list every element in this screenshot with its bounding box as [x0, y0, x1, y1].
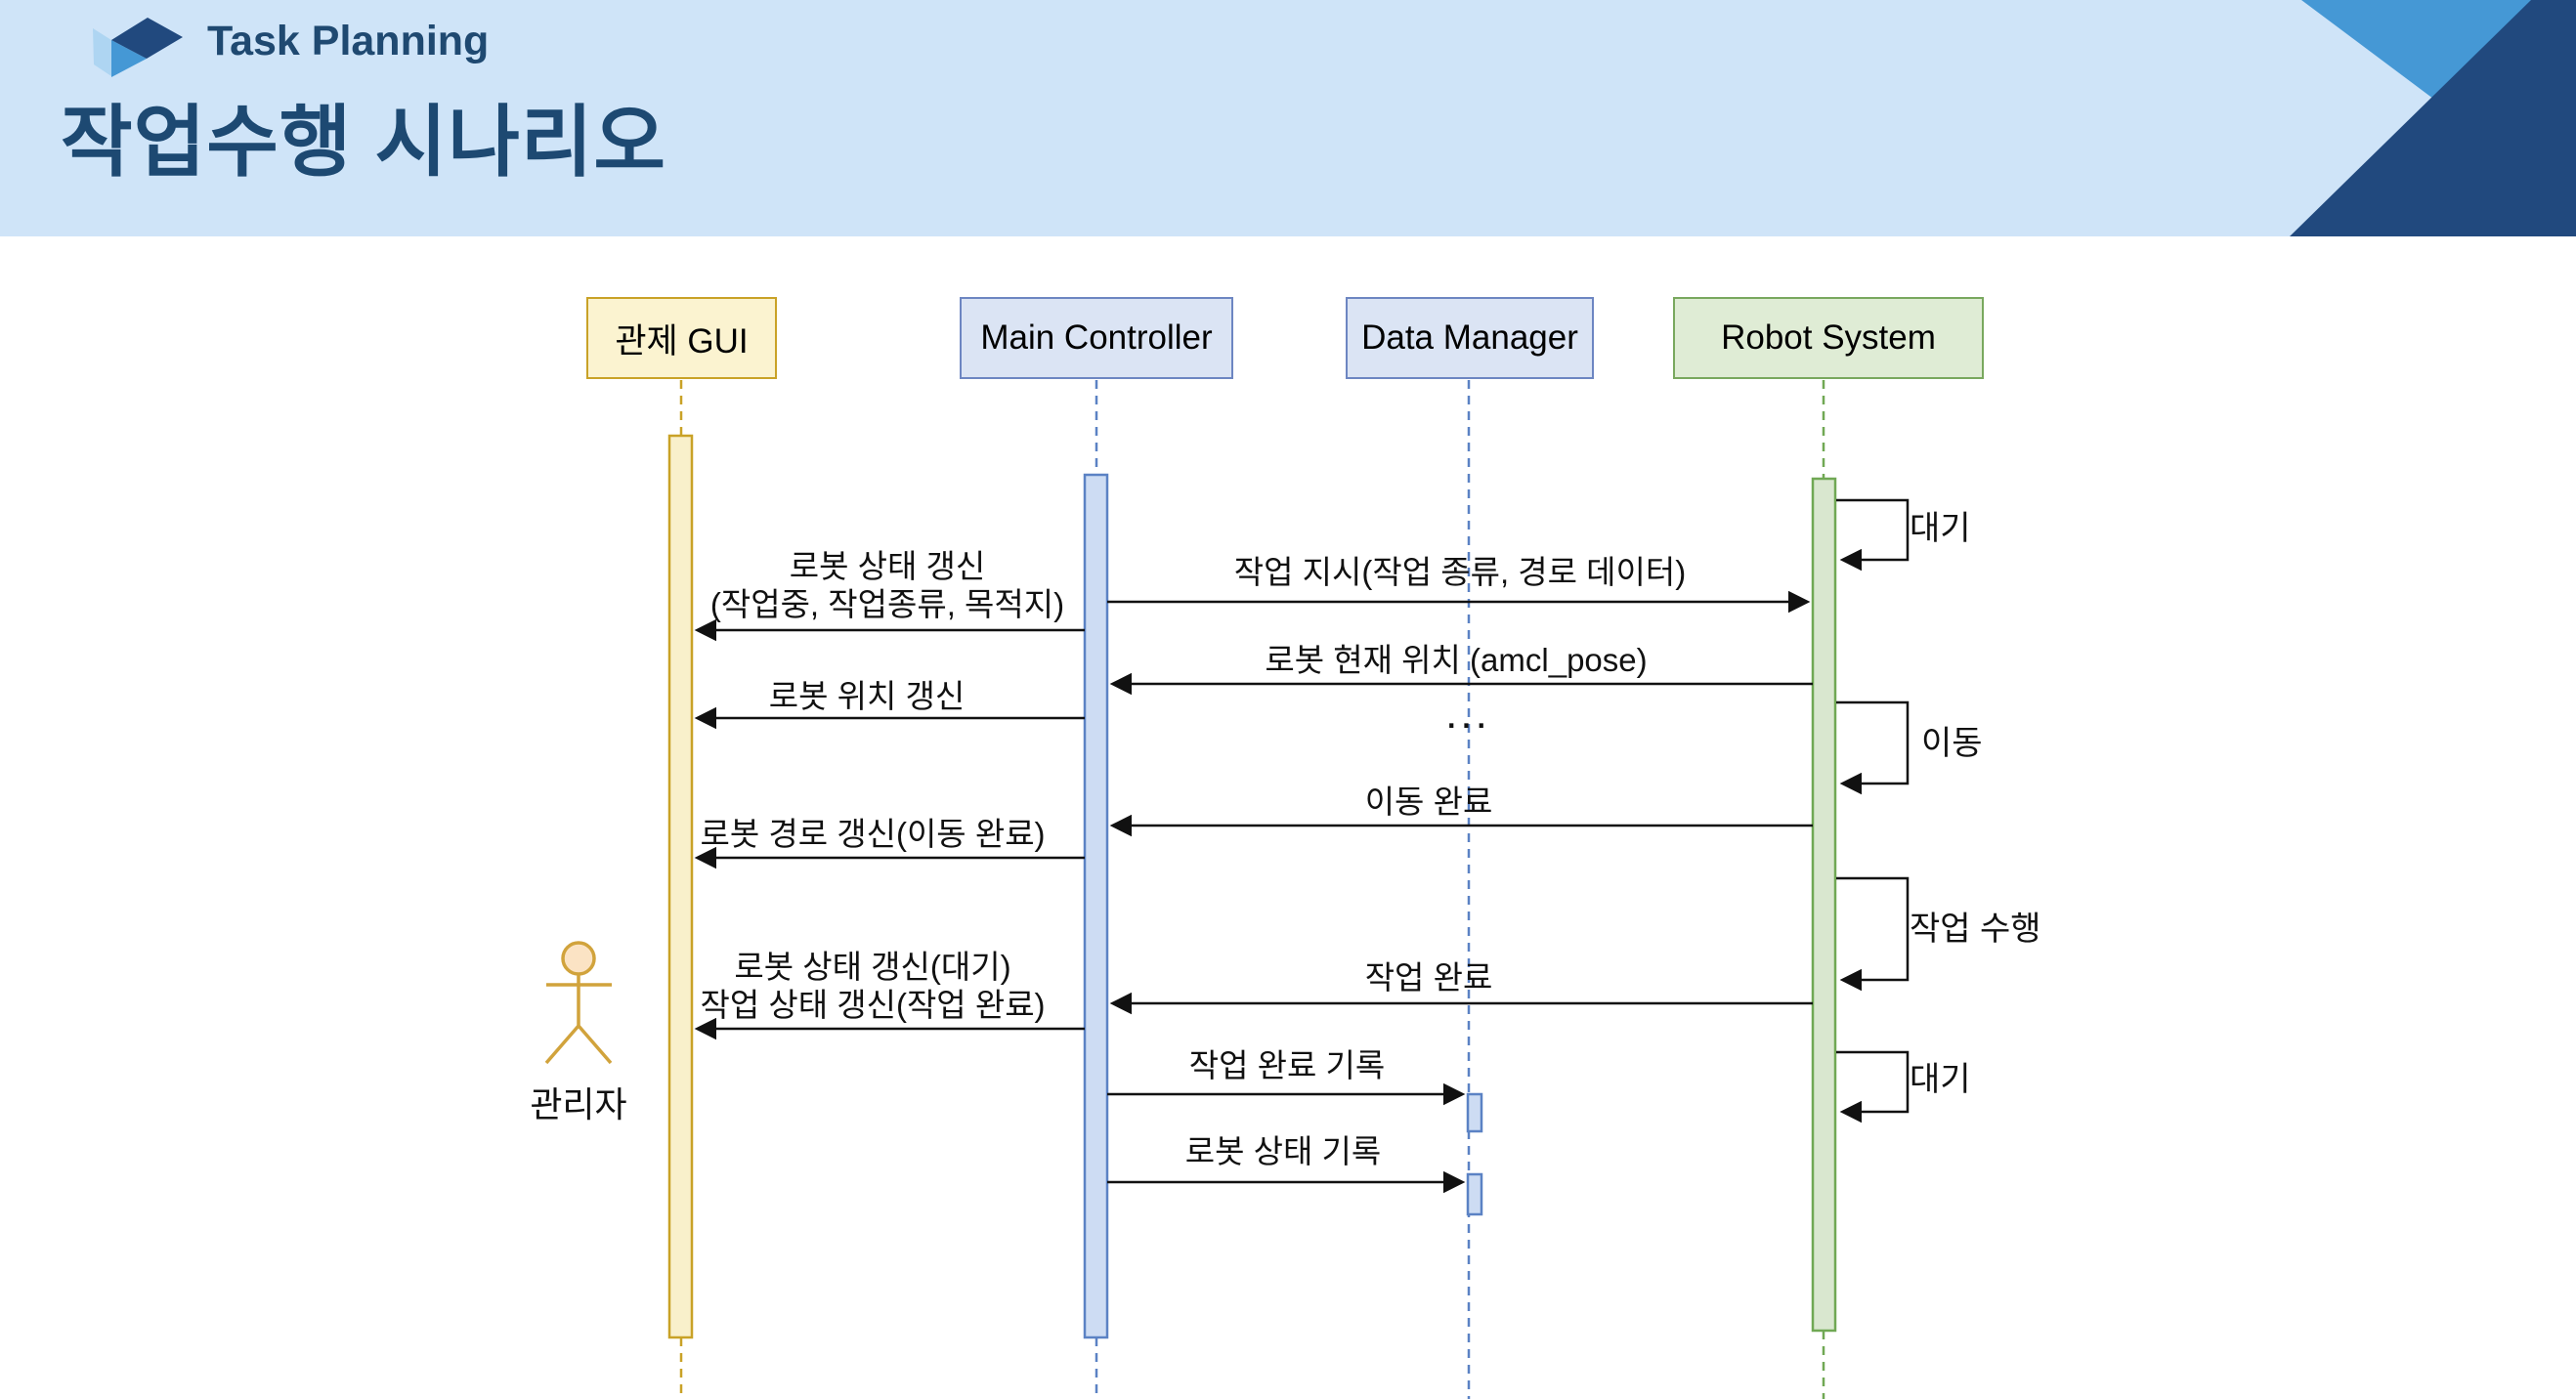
message-label-robot-status-update: 로봇 상태 갱신 (작업중, 작업종류, 목적지)	[710, 547, 1064, 623]
self-loop-wait-2	[1836, 1050, 1910, 1123]
actor-head	[561, 941, 596, 976]
message-label-robot-current-pose: 로봇 현재 위치 (amcl_pose)	[1265, 642, 1648, 678]
gui-activation-bar	[667, 434, 694, 1339]
self-loop-move	[1836, 700, 1910, 795]
lifeline-label: Data Manager	[1361, 318, 1578, 357]
self-message-label-wait-2: 대기	[1910, 1061, 1971, 1098]
self-message-label-wait-1: 대기	[1910, 510, 1971, 547]
lifeline-box-robot-system: Robot System	[1673, 297, 1984, 379]
actor-figure	[544, 941, 613, 1065]
lifeline-label: 관제 GUI	[615, 321, 749, 360]
page-title: 작업수행 시나리오	[61, 99, 667, 186]
lifeline-label: Main Controller	[980, 318, 1213, 357]
ellipsis-continuation: ...	[1445, 690, 1490, 738]
logo-diamond	[111, 18, 183, 59]
message-label-task-order: 작업 지시(작업 종류, 경로 데이터)	[1233, 554, 1687, 590]
task-planning-logo-icon	[93, 18, 183, 77]
self-loop-perform-task	[1836, 876, 1910, 992]
controller-activation-bar	[1083, 473, 1109, 1339]
header-band: Task Planning 작업수행 시나리오	[0, 0, 2576, 236]
data-manager-activation-bar-1	[1466, 1092, 1483, 1133]
message-line: 로봇 상태 갱신(대기)	[734, 949, 1011, 985]
message-label-robot-status-record: 로봇 상태 기록	[1184, 1133, 1382, 1169]
actor-label: 관리자	[530, 1084, 627, 1124]
lifeline-box-main-controller: Main Controller	[960, 297, 1233, 379]
message-label-status-updates: 로봇 상태 갱신(대기) 작업 상태 갱신(작업 완료)	[700, 948, 1045, 1024]
message-label-move-complete: 이동 완료	[1364, 784, 1493, 820]
message-label-robot-path-update: 로봇 경로 갱신(이동 완료)	[700, 816, 1046, 852]
robot-activation-bar	[1811, 477, 1837, 1333]
data-manager-activation-bar-2	[1466, 1172, 1483, 1216]
logo-blue-facet	[111, 40, 147, 77]
lifeline-box-gui: 관제 GUI	[586, 297, 777, 379]
badge-label: Task Planning	[207, 18, 490, 64]
message-line: (작업중, 작업종류, 목적지)	[709, 586, 1065, 622]
self-message-label-move: 이동	[1921, 725, 1983, 762]
self-message-label-perform-task: 작업 수행	[1910, 911, 2041, 948]
message-label-task-complete: 작업 완료	[1364, 959, 1493, 996]
logo-pale-facet	[93, 28, 111, 76]
self-loop-wait-1	[1836, 498, 1910, 572]
actor-body	[544, 974, 613, 1065]
message-label-task-complete-record: 작업 완료 기록	[1188, 1047, 1386, 1083]
message-line: 로봇 상태 갱신	[789, 548, 986, 584]
lifeline-box-data-manager: Data Manager	[1346, 297, 1594, 379]
message-label-robot-position-update: 로봇 위치 갱신	[768, 678, 966, 714]
lifeline-label: Robot System	[1721, 318, 1936, 357]
message-line: 작업 상태 갱신(작업 완료)	[700, 987, 1046, 1023]
